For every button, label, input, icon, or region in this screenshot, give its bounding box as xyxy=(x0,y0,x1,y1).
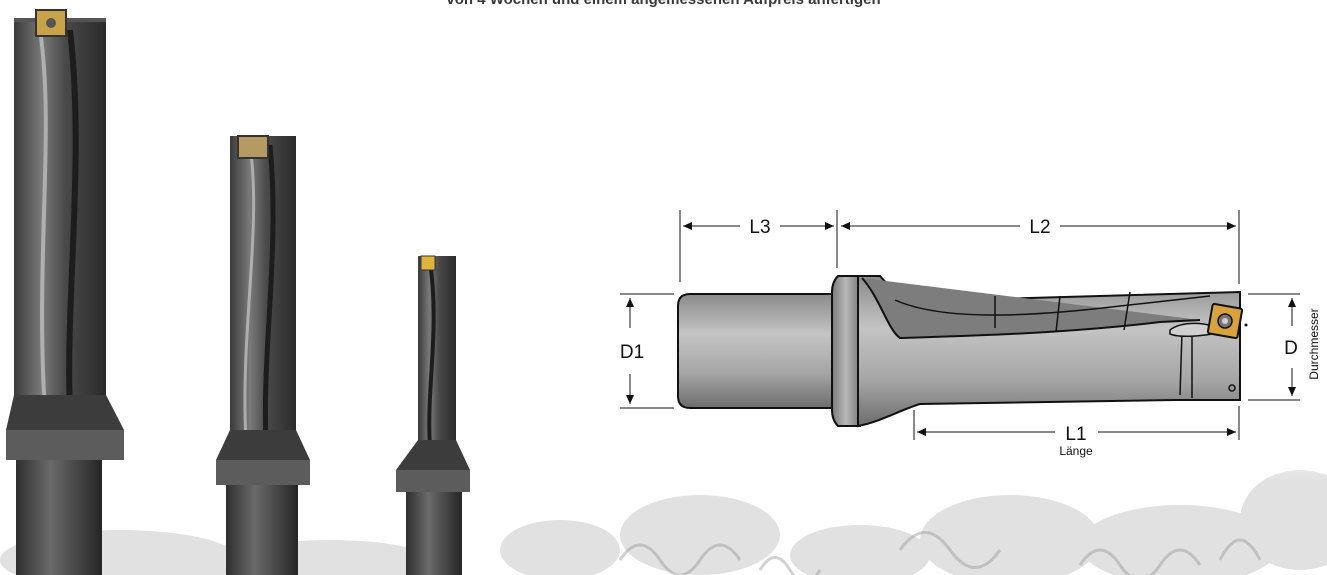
label-d1: D1 xyxy=(620,342,644,363)
tool-flange xyxy=(831,275,861,427)
tool-shank xyxy=(677,293,841,409)
extension-lines xyxy=(620,210,1300,440)
dimension-d1: D1 xyxy=(620,298,644,404)
label-d-sub: Durchmesser xyxy=(1307,308,1321,379)
dimension-d: D Durchmesser xyxy=(1284,298,1321,396)
small-drill xyxy=(396,255,470,575)
carbide-insert-icon xyxy=(1206,302,1248,340)
large-drill xyxy=(6,9,124,575)
dimension-l2: L2 xyxy=(841,217,1236,238)
drills-photo xyxy=(6,9,470,575)
dimension-l1: L1 Länge xyxy=(917,424,1236,458)
medium-drill xyxy=(216,135,310,575)
tool-body xyxy=(857,275,1241,428)
label-l3: L3 xyxy=(749,217,770,238)
header-caption: von 4 Wochen und einem angemessenen Aufp… xyxy=(0,0,1327,9)
drill-dimension-diagram: L3 L2 L1 Länge D1 D Durchmesser xyxy=(620,210,1321,458)
label-l1-sub: Länge xyxy=(1059,444,1093,458)
label-d: D xyxy=(1284,338,1298,359)
label-l1: L1 xyxy=(1065,424,1086,445)
label-l2: L2 xyxy=(1029,217,1050,238)
dimension-l3: L3 xyxy=(683,217,834,238)
